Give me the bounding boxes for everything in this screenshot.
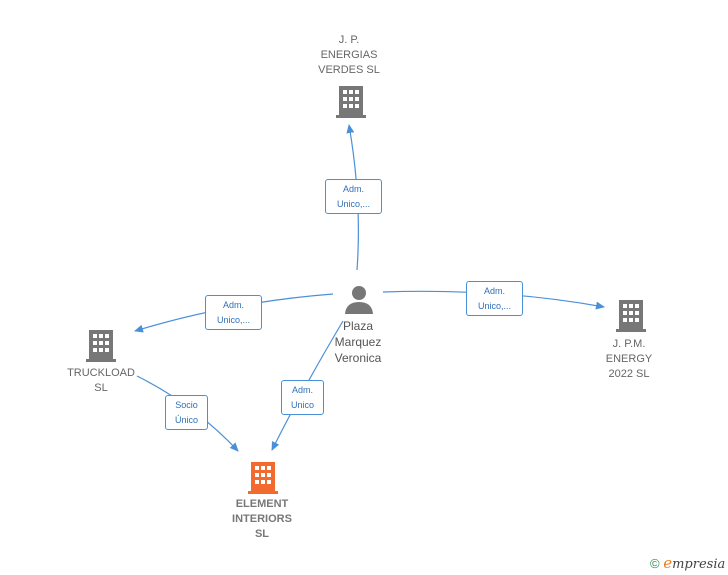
- node-label-person[interactable]: Plaza Marquez Veronica: [308, 318, 408, 366]
- node-label-line: J. P.: [338, 34, 360, 46]
- edge-label-line: Socio: [175, 400, 198, 410]
- empresia-logo: © empresia: [650, 554, 725, 572]
- node-label-line: SL: [94, 382, 108, 394]
- node-label-line: ENERGIAS: [320, 49, 378, 61]
- node-label-line: J. P.M.: [612, 338, 646, 350]
- node-label-line: TRUCKLOAD: [67, 367, 135, 379]
- node-label-line: Plaza: [342, 319, 374, 333]
- node-label-jpm-energy[interactable]: J. P.M. ENERGY 2022 SL: [579, 337, 679, 382]
- edge-label-line: Adm.: [222, 300, 244, 310]
- edge-label-line: Adm.: [291, 385, 313, 395]
- edge-label-line: Unico: [290, 400, 314, 410]
- edge-label-line: Único: [174, 415, 198, 425]
- edge-label-line: Unico,...: [216, 315, 250, 325]
- node-label-line: Marquez: [334, 335, 382, 349]
- edge-label-line: Unico,...: [477, 301, 511, 311]
- node-label-truckload[interactable]: TRUCKLOAD SL: [51, 366, 151, 396]
- edge-label-to-element[interactable]: Adm. Unico: [281, 380, 324, 415]
- node-label-line: SL: [254, 528, 270, 540]
- copyright-symbol: ©: [650, 556, 660, 571]
- edge-label-line: Adm.: [483, 286, 505, 296]
- logo-wordmark: mpresia: [672, 557, 726, 572]
- node-label-jp-energias[interactable]: J. P. ENERGIAS VERDES SL: [299, 33, 399, 78]
- node-label-line: VERDES SL: [318, 64, 380, 76]
- node-label-line: Veronica: [334, 351, 382, 365]
- node-label-line: ENERGY: [605, 353, 653, 365]
- node-label-element-interiors[interactable]: ELEMENT INTERIORS SL: [212, 497, 312, 542]
- edge-label-to-jp-energias[interactable]: Adm. Unico,...: [325, 179, 382, 214]
- edge-label-line: Unico,...: [336, 199, 370, 209]
- edge-label-to-jpm-energy[interactable]: Adm. Unico,...: [466, 281, 523, 316]
- node-label-line: ELEMENT: [235, 498, 289, 510]
- focus-building-icon: [248, 462, 278, 494]
- node-label-line: INTERIORS: [232, 513, 292, 525]
- node-label-line: 2022 SL: [608, 368, 650, 380]
- building-icon: [86, 330, 116, 362]
- edge-label-line: Adm.: [342, 184, 364, 194]
- edge-label-to-truckload[interactable]: Adm. Unico,...: [205, 295, 262, 330]
- building-icon: [616, 300, 646, 332]
- person-icon: [345, 286, 373, 314]
- logo-initial: e: [663, 554, 673, 572]
- edge-label-truckload-to-element[interactable]: Socio Único: [165, 395, 208, 430]
- building-icon: [336, 86, 366, 118]
